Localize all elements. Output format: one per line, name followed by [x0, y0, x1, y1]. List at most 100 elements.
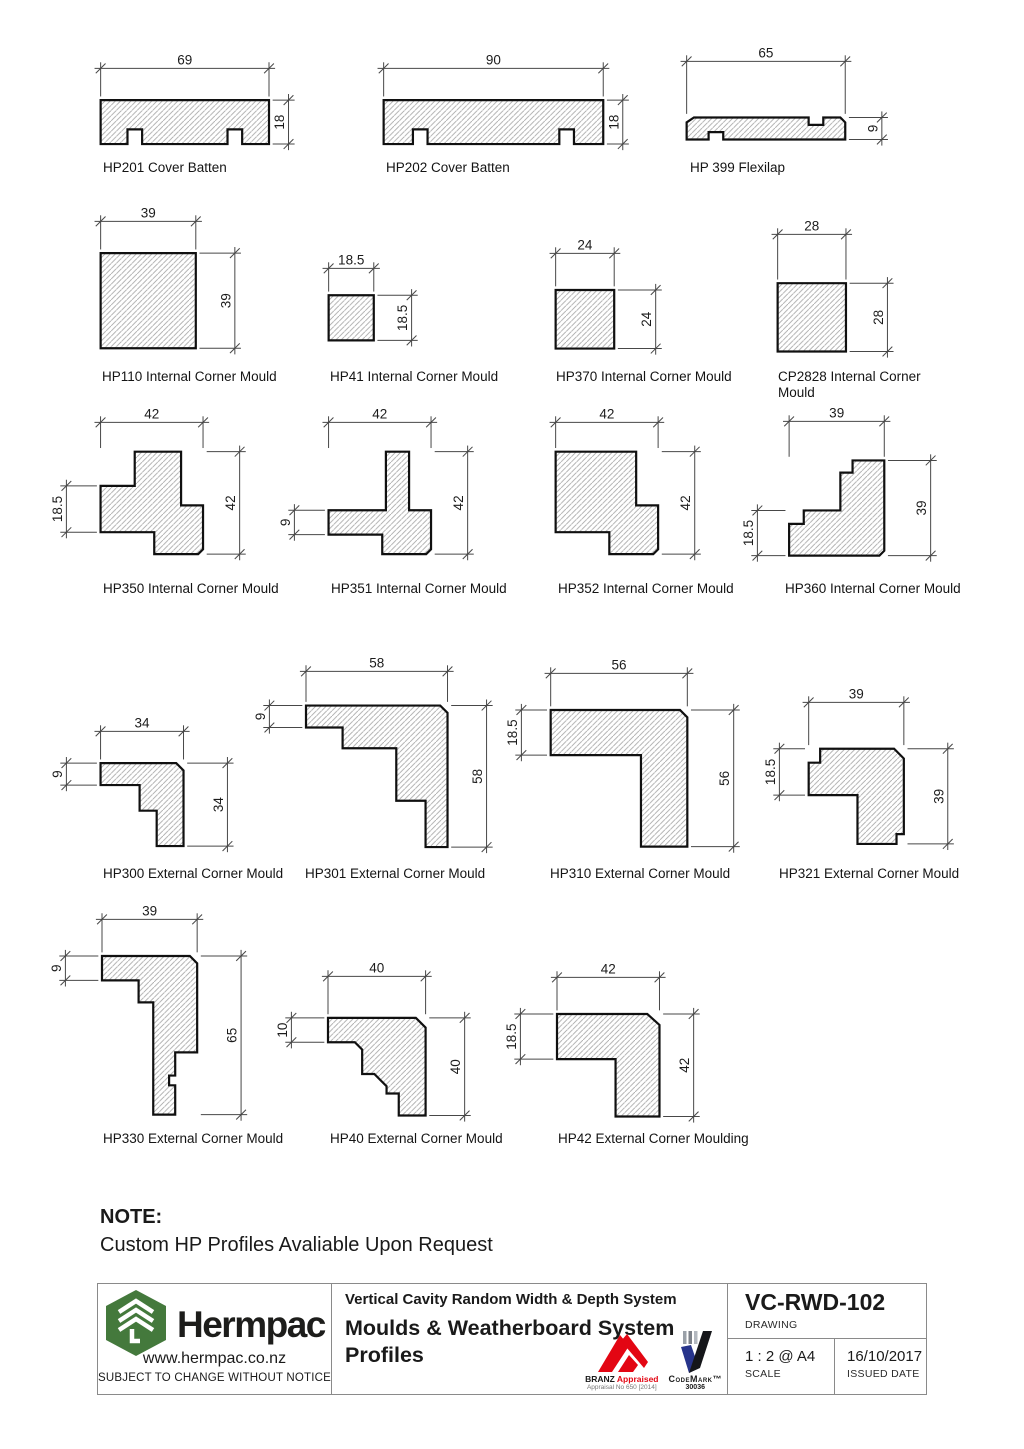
svg-text:40: 40 — [369, 961, 384, 976]
codemark-number: 30036 — [685, 1384, 705, 1391]
note-text: Custom HP Profiles Avaliable Upon Reques… — [100, 1234, 493, 1256]
svg-text:40: 40 — [448, 1059, 463, 1074]
svg-text:39: 39 — [914, 500, 929, 515]
website-text: www.hermpac.co.nz — [142, 1350, 287, 1367]
codemark-label: CodeMark™ — [668, 1374, 722, 1384]
codemark-cert: CodeMark™ 30036 — [669, 1330, 723, 1391]
hp41-profile-drawing: 18.518.5 — [322, 252, 419, 347]
profile-caption: HP301 External Corner Mould — [305, 866, 486, 881]
svg-text:18.5: 18.5 — [505, 719, 520, 745]
disclaimer-text: SUBJECT TO CHANGE WITHOUT NOTICE — [98, 1372, 332, 1384]
hp110-profile-drawing: 39 39 — [94, 205, 242, 355]
svg-text:39: 39 — [141, 205, 156, 220]
codemark-logo-icon — [681, 1331, 713, 1373]
note-title: NOTE: — [100, 1206, 163, 1228]
svg-text:42: 42 — [145, 407, 160, 422]
hp301-profile-drawing: 58 58 9 — [253, 656, 493, 854]
profile-caption: HP300 External Corner Mould — [103, 866, 284, 881]
svg-text:9: 9 — [50, 770, 65, 778]
profile-caption: HP310 External Corner Mould — [550, 866, 731, 881]
svg-text:18.5: 18.5 — [763, 759, 778, 785]
cp2828-profile-drawing: 28 28 — [771, 218, 894, 358]
svg-text:10: 10 — [275, 1023, 290, 1038]
svg-text:18.5: 18.5 — [741, 519, 756, 545]
svg-text:42: 42 — [373, 407, 388, 422]
hp352-profile-drawing: 42 42 — [549, 407, 702, 561]
svg-text:56: 56 — [717, 771, 732, 786]
hp202-profile-drawing: 90 18 — [377, 52, 630, 151]
svg-text:18.5: 18.5 — [395, 304, 410, 330]
svg-text:18.5: 18.5 — [504, 1023, 519, 1049]
system-title: Vertical Cavity Random Width & Depth Sys… — [345, 1291, 677, 1308]
hp40-profile-drawing: 40 40 10 — [275, 961, 471, 1122]
issued-date-value: 16/10/2017 — [847, 1348, 923, 1365]
profile-caption: HP42 External Corner Moulding — [558, 1131, 749, 1146]
hp360-profile-drawing: 39 39 18.5 — [741, 405, 937, 562]
title-block-company-cell: Hermpac www.hermpac.co.nz SUBJECT TO CHA… — [98, 1284, 331, 1394]
hp399-profile-drawing: 65 9 — [680, 46, 889, 147]
svg-text:42: 42 — [679, 496, 694, 511]
title-block: Hermpac www.hermpac.co.nz SUBJECT TO CHA… — [97, 1283, 927, 1395]
svg-text:18.5: 18.5 — [50, 496, 65, 522]
issued-date-label: ISSUED DATE — [847, 1368, 920, 1380]
svg-text:28: 28 — [871, 310, 886, 325]
hp351-profile-drawing: 42 42 9 — [278, 407, 475, 561]
brand-wordmark: Hermpac — [177, 1304, 326, 1345]
svg-text:69: 69 — [178, 52, 193, 67]
profile-caption: HP330 External Corner Mould — [103, 1131, 284, 1146]
hp350-profile-drawing: 42 42 18.5 — [50, 407, 247, 561]
title-block-title-cell: Vertical Cavity Random Width & Depth Sys… — [331, 1284, 728, 1394]
hp42-profile-drawing: 42 42 18.5 — [504, 961, 700, 1123]
drawing-number: VC-RWD-102 — [745, 1289, 886, 1315]
profile-caption: CP2828 Internal Corner Mould — [778, 369, 921, 400]
profile-caption: HP110 Internal Corner Mould — [102, 369, 277, 384]
svg-text:28: 28 — [805, 218, 820, 233]
svg-text:9: 9 — [866, 125, 881, 133]
hp321-profile-drawing: 39 39 18.5 — [763, 687, 955, 851]
svg-text:42: 42 — [600, 407, 615, 422]
scale-label: SCALE — [745, 1368, 781, 1380]
svg-text:39: 39 — [849, 687, 864, 702]
svg-text:34: 34 — [211, 796, 226, 812]
scale-value: 1 : 2 @ A4 — [745, 1348, 816, 1365]
drawing-number-label: DRAWING — [745, 1319, 798, 1331]
profile-caption: HP352 Internal Corner Mould — [558, 581, 734, 596]
svg-text:9: 9 — [253, 713, 268, 721]
profile-caption: HP370 Internal Corner Mould — [556, 369, 732, 384]
profile-caption: HP201 Cover Batten — [103, 160, 227, 175]
profile-caption: HP360 Internal Corner Mould — [785, 581, 961, 596]
svg-text:42: 42 — [677, 1058, 692, 1073]
svg-text:42: 42 — [224, 496, 239, 511]
profile-caption: HP 399 Flexilap — [690, 160, 786, 175]
svg-text:42: 42 — [452, 496, 467, 511]
hp370-profile-drawing: 24 24 — [549, 237, 663, 355]
svg-text:24: 24 — [640, 311, 655, 327]
svg-text:90: 90 — [486, 52, 501, 67]
svg-text:39: 39 — [142, 903, 157, 918]
profile-caption: HP40 External Corner Mould — [330, 1131, 503, 1146]
note-section: NOTE: Custom HP Profiles Avaliable Upon … — [100, 1206, 493, 1257]
svg-text:34: 34 — [135, 715, 151, 730]
branz-cert: BRANZ Appraised Appraisal No 650 [2014] — [585, 1332, 659, 1391]
profile-caption: HP321 External Corner Mould — [779, 866, 960, 881]
svg-text:39: 39 — [829, 405, 844, 420]
profile-caption: HP350 Internal Corner Mould — [103, 581, 279, 596]
certification-logos: BRANZ Appraised Appraisal No 650 [2014] … — [585, 1330, 722, 1391]
svg-text:39: 39 — [219, 293, 234, 308]
hp300-profile-drawing: 34 34 9 — [50, 715, 234, 853]
profile-caption: HP351 Internal Corner Mould — [331, 581, 507, 596]
svg-text:58: 58 — [470, 769, 485, 784]
profile-caption: HP41 Internal Corner Mould — [330, 369, 499, 384]
title-block-meta-cell: VC-RWD-102 DRAWING 1 : 2 @ A4 SCALE 16/1… — [728, 1284, 926, 1394]
svg-text:18: 18 — [272, 114, 287, 129]
branz-logo-icon — [597, 1334, 648, 1372]
svg-text:42: 42 — [601, 961, 616, 976]
svg-text:24: 24 — [578, 237, 594, 252]
svg-text:39: 39 — [932, 789, 947, 804]
svg-text:65: 65 — [759, 46, 774, 61]
svg-text:18: 18 — [607, 114, 622, 129]
svg-text:9: 9 — [278, 519, 293, 527]
svg-text:58: 58 — [369, 656, 384, 671]
